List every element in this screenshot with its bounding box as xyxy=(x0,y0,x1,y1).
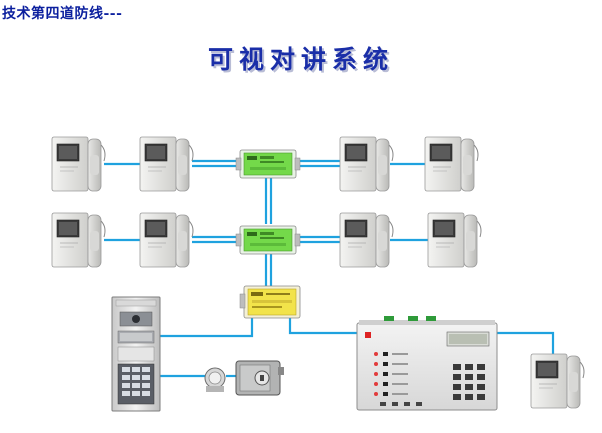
indoor-monitor xyxy=(139,212,194,268)
indoor-monitor xyxy=(427,212,482,268)
video-distributor xyxy=(239,285,301,319)
indoor-monitor xyxy=(339,212,394,268)
wire-to-center-monitor xyxy=(497,331,555,354)
management-center-console xyxy=(356,316,498,411)
indoor-monitor xyxy=(51,212,106,268)
indoor-monitor xyxy=(139,136,194,192)
page-title: 可视对讲系统 xyxy=(207,45,394,74)
wiring xyxy=(104,159,555,378)
electric-lock xyxy=(235,360,284,396)
center-indoor-monitor xyxy=(530,353,585,409)
page-subtitle: 技术第四道防线--- xyxy=(2,6,123,22)
indoor-monitor xyxy=(339,136,394,192)
outdoor-door-station xyxy=(111,296,161,412)
floor-distributor-2 xyxy=(235,225,301,255)
wire-to-console xyxy=(288,318,357,335)
floor-distributor-1 xyxy=(235,149,301,179)
indoor-monitor xyxy=(424,136,479,192)
wire-to-door-station xyxy=(160,318,254,338)
indoor-monitor xyxy=(51,136,106,192)
exit-button xyxy=(204,367,226,392)
